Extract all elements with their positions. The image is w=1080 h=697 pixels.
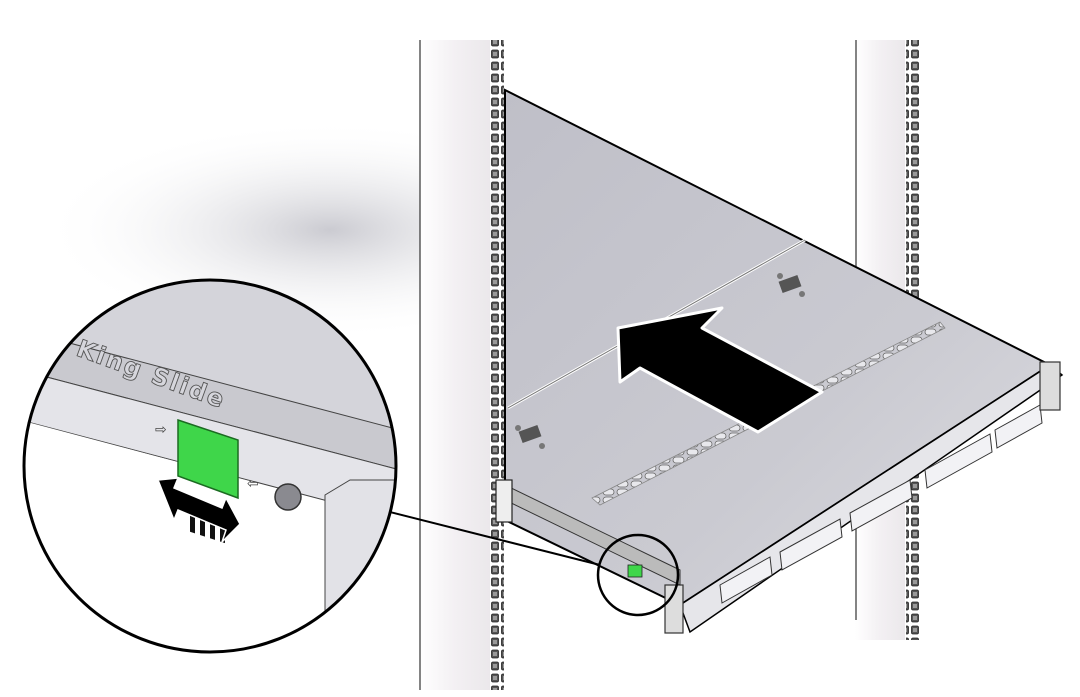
server-chassis (495, 88, 1064, 634)
cover-latch-icon (515, 424, 545, 449)
callout-source-circle (596, 533, 680, 617)
rack-ear-left (664, 584, 684, 634)
small-arrow-right-icon: ⇨ (155, 421, 167, 437)
callout-leader-line (377, 508, 601, 566)
bidirectional-arrow-icon (156, 477, 241, 543)
rail-bracket (495, 479, 513, 523)
cover-latch-icon (777, 273, 805, 297)
rail-lock-button[interactable] (274, 483, 302, 511)
release-tab-small (627, 564, 643, 578)
push-direction-arrow-icon (616, 306, 824, 434)
rack-post-front (419, 40, 504, 690)
rack-ear-right (1039, 361, 1061, 411)
magnified-callout: King Slide ⇨ ⇦ (22, 278, 398, 654)
small-arrow-left-icon: ⇦ (247, 475, 259, 491)
drive-bays (719, 404, 1043, 604)
